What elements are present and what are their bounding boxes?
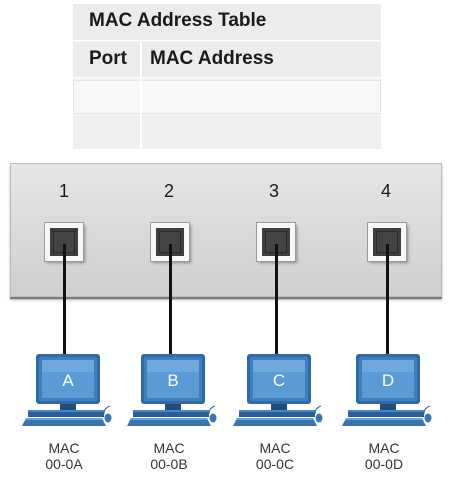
host-letter: B bbox=[167, 371, 178, 390]
port-number-4: 4 bbox=[380, 181, 391, 201]
mac-value: 00-0B bbox=[150, 456, 188, 472]
port-number-3: 3 bbox=[268, 181, 279, 201]
table-row bbox=[73, 116, 381, 150]
cable-port-1 bbox=[63, 244, 66, 356]
table-header-row bbox=[73, 42, 381, 78]
mac-column-header: MAC Address bbox=[150, 48, 274, 69]
mac-label: MAC bbox=[259, 440, 291, 456]
table-title-row bbox=[73, 4, 381, 41]
table-title: MAC Address Table bbox=[89, 10, 267, 31]
host-d-mac: MAC 00-0D bbox=[349, 440, 419, 472]
mac-value: 00-0D bbox=[364, 456, 404, 472]
mac-value: 00-0A bbox=[45, 456, 83, 472]
host-c-mac: MAC 00-0C bbox=[240, 440, 310, 472]
host-letter: A bbox=[62, 371, 74, 390]
port-number-1: 1 bbox=[58, 181, 69, 201]
table-row bbox=[73, 80, 381, 114]
computer-b-icon: B bbox=[127, 352, 217, 432]
port-number-2: 2 bbox=[163, 181, 174, 201]
cable-port-4 bbox=[386, 244, 389, 356]
column-divider bbox=[140, 42, 142, 150]
host-letter: C bbox=[273, 371, 285, 390]
computer-c-icon: C bbox=[233, 352, 323, 432]
mac-value: 00-0C bbox=[255, 456, 295, 472]
mac-label: MAC bbox=[368, 440, 400, 456]
host-a-mac: MAC 00-0A bbox=[29, 440, 99, 472]
cable-port-3 bbox=[275, 244, 278, 356]
mac-address-table: MAC Address Table Port MAC Address bbox=[73, 4, 381, 150]
host-letter: D bbox=[382, 371, 394, 390]
host-b-mac: MAC 00-0B bbox=[134, 440, 204, 472]
mac-label: MAC bbox=[153, 440, 185, 456]
computer-a-icon: A bbox=[22, 352, 112, 432]
cable-port-2 bbox=[169, 244, 172, 356]
computer-d-icon: D bbox=[342, 352, 432, 432]
mac-label: MAC bbox=[48, 440, 80, 456]
port-column-header: Port bbox=[89, 48, 127, 69]
